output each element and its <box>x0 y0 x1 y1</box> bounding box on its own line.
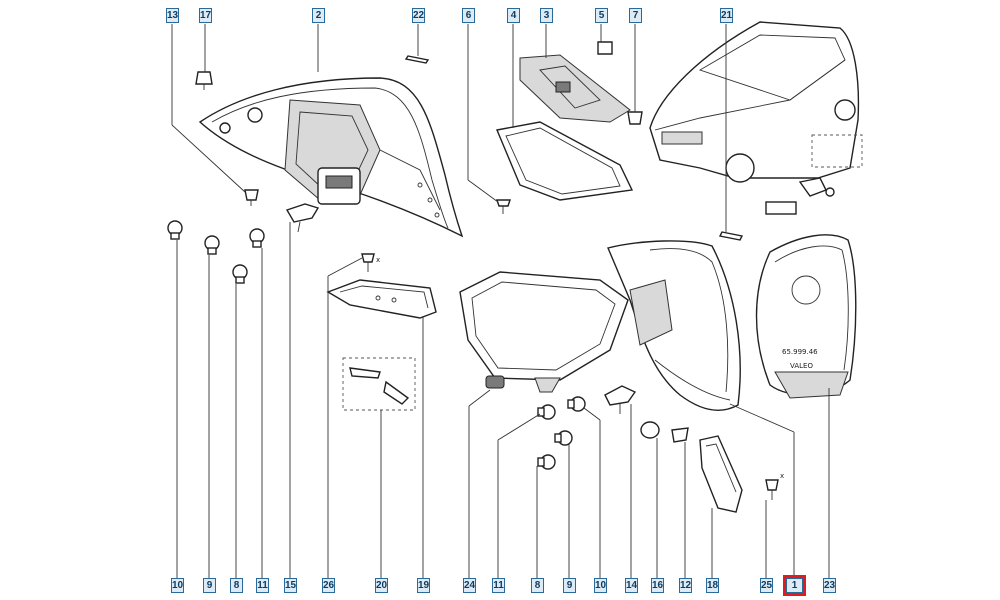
callout-16[interactable]: 16 <box>651 578 664 593</box>
callout-25[interactable]: 25 <box>760 578 773 593</box>
callout-22[interactable]: 22 <box>412 8 425 23</box>
callout-23[interactable]: 23 <box>823 578 836 593</box>
callout-9-left[interactable]: 9 <box>203 578 216 593</box>
callout-10-left[interactable]: 10 <box>171 578 184 593</box>
callout-11-right[interactable]: 11 <box>492 578 505 593</box>
clip-part-12 <box>671 427 689 443</box>
headlamp-rear-part-23: 65.999.46 VALEO <box>755 234 857 399</box>
callout-26[interactable]: 26 <box>322 578 335 593</box>
callout-15[interactable]: 15 <box>284 578 297 593</box>
bulb-socket-detail <box>798 177 835 197</box>
callout-12[interactable]: 12 <box>679 578 692 593</box>
callout-8-right[interactable]: 8 <box>531 578 544 593</box>
fastener-part-15 <box>285 203 320 233</box>
callout-1-selected[interactable]: 1 <box>786 578 803 593</box>
lamp-code-text: 65.999.46 <box>782 348 818 356</box>
detail-box-part-20 <box>342 357 416 411</box>
leader-lines <box>171 24 830 580</box>
cap-part-16 <box>640 421 660 439</box>
callout-5[interactable]: 5 <box>595 8 608 23</box>
screw-part-25: x <box>765 472 784 500</box>
bracket-part-20 <box>349 367 381 379</box>
callout-6[interactable]: 6 <box>462 8 475 23</box>
vehicle-illustration <box>649 21 860 183</box>
pin-part-21 <box>718 231 744 241</box>
bulbs-middle-group <box>537 396 586 470</box>
side-marker-part-19 <box>326 279 437 319</box>
screw-part-13 <box>244 189 259 206</box>
screw-part-26: x <box>361 253 380 272</box>
lamp-housing-part-4 <box>496 121 634 201</box>
clip-part-20 <box>383 380 410 405</box>
callout-2[interactable]: 2 <box>312 8 325 23</box>
callout-3[interactable]: 3 <box>540 8 553 23</box>
callout-20[interactable]: 20 <box>375 578 388 593</box>
screw-x-mark-right: x <box>780 472 784 480</box>
callout-14[interactable]: 14 <box>625 578 638 593</box>
fastener-part-14 <box>604 385 637 414</box>
pin-part-22 <box>404 55 430 64</box>
callout-9-right[interactable]: 9 <box>563 578 576 593</box>
side-indicator-part-18 <box>699 435 743 513</box>
clip-part-17 <box>195 71 213 90</box>
callout-8-left[interactable]: 8 <box>230 578 243 593</box>
callout-21[interactable]: 21 <box>720 8 733 23</box>
screw-part-6 <box>496 199 511 214</box>
detail-box-right <box>811 134 863 168</box>
callout-11-left[interactable]: 11 <box>256 578 269 593</box>
screw-x-mark-left: x <box>376 256 380 264</box>
callout-24[interactable]: 24 <box>463 578 476 593</box>
callout-7[interactable]: 7 <box>629 8 642 23</box>
tail-lamp-assembly <box>198 77 464 238</box>
callout-4[interactable]: 4 <box>507 8 520 23</box>
plate-lamp-part-3 <box>519 54 631 123</box>
callout-13[interactable]: 13 <box>166 8 179 23</box>
clip-part-7 <box>627 111 643 125</box>
callout-19[interactable]: 19 <box>417 578 430 593</box>
callout-18[interactable]: 18 <box>706 578 719 593</box>
bulbs-left-group <box>167 220 265 284</box>
front-lamp-part-24 <box>459 271 629 393</box>
callout-17[interactable]: 17 <box>199 8 212 23</box>
headlamp-part-1 <box>607 240 741 411</box>
bulb-holder-part-5 <box>597 41 613 55</box>
callout-10-right[interactable]: 10 <box>594 578 607 593</box>
lamp-brand-text: VALEO <box>790 362 813 370</box>
label-plate-detail <box>765 201 797 215</box>
